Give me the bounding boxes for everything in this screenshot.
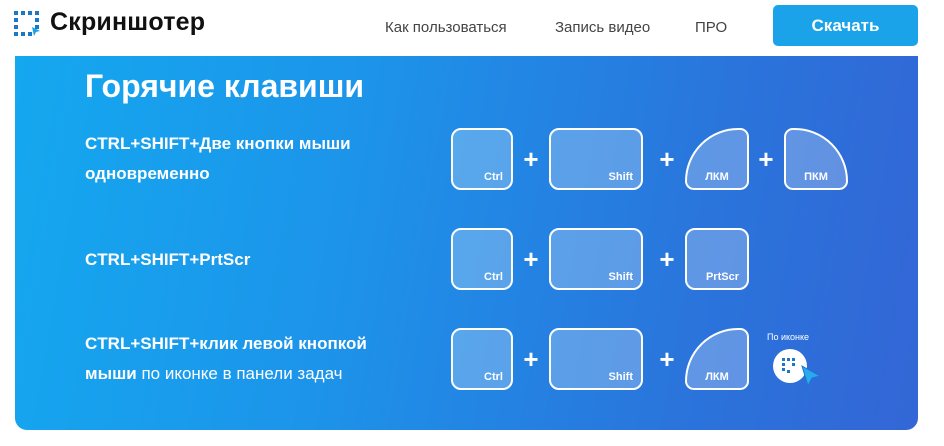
plus-sign: + (659, 144, 675, 174)
hotkey-row-1-description: CTRL+SHIFT+Две кнопки мыши одновременно (85, 129, 351, 189)
taskbar-app-icon (773, 349, 807, 383)
site-header: Скриншотер Как пользоваться Запись видео… (0, 0, 944, 54)
hotkey-row-3-line-2: мыши по иконке в панели задач (85, 359, 367, 389)
hotkeys-panel: Горячие клавиши CTRL+SHIFT+Две кнопки мы… (15, 56, 918, 430)
key-label: Shift (608, 171, 633, 183)
plus-sign: + (523, 144, 539, 174)
key-label: Shift (608, 371, 633, 383)
screenshot-logo-icon[interactable] (13, 10, 41, 38)
key-label: Ctrl (484, 371, 503, 383)
logo-text[interactable]: Скриншотер (50, 8, 206, 36)
hotkey-row-3-description: CTRL+SHIFT+клик левой кнопкой мыши по ик… (85, 329, 367, 389)
key-shift: Shift (549, 328, 643, 390)
key-shift: Shift (549, 128, 643, 190)
key-label: Shift (608, 271, 633, 283)
key-label: ЛКМ (705, 171, 729, 183)
screenshot-logo-icon (782, 358, 795, 373)
key-label: Ctrl (484, 171, 503, 183)
key-prtscr: PrtScr (685, 228, 749, 290)
hotkey-row-3-line-1: CTRL+SHIFT+клик левой кнопкой (85, 334, 367, 353)
hotkey-row-2-description: CTRL+SHIFT+PrtScr (85, 245, 250, 275)
plus-sign: + (659, 344, 675, 374)
key-label: Ctrl (484, 271, 503, 283)
plus-sign: + (659, 244, 675, 274)
key-left-mouse: ЛКМ (685, 328, 749, 390)
key-right-mouse: ПКМ (784, 128, 848, 190)
key-left-mouse: ЛКМ (685, 128, 749, 190)
key-label: ЛКМ (705, 371, 729, 383)
hotkeys-title: Горячие клавиши (85, 68, 365, 104)
key-ctrl: Ctrl (451, 328, 513, 390)
plus-sign: + (523, 244, 539, 274)
nav-how-to-use[interactable]: Как пользоваться (385, 19, 507, 36)
key-shift: Shift (549, 228, 643, 290)
key-label: PrtScr (705, 271, 739, 283)
hotkey-row-3-normal-part: по иконке в панели задач (136, 364, 343, 383)
plus-sign: + (758, 144, 774, 174)
hotkey-row-1-line-1: CTRL+SHIFT+Две кнопки мыши (85, 134, 351, 153)
download-button[interactable]: Скачать (773, 5, 918, 46)
key-ctrl: Ctrl (451, 228, 513, 290)
hotkey-row-1-line-2: одновременно (85, 164, 210, 183)
key-label: ПКМ (804, 171, 828, 183)
nav-pro[interactable]: ПРО (695, 19, 728, 36)
plus-sign: + (523, 344, 539, 374)
taskbar-caption: По иконке (767, 332, 810, 342)
nav-video-recording[interactable]: Запись видео (555, 19, 651, 36)
mouse-cursor-icon (801, 364, 822, 388)
key-ctrl: Ctrl (451, 128, 513, 190)
hotkey-row-2-line-1: CTRL+SHIFT+PrtScr (85, 250, 251, 269)
hotkey-row-3-bold-part: мыши (85, 364, 137, 383)
